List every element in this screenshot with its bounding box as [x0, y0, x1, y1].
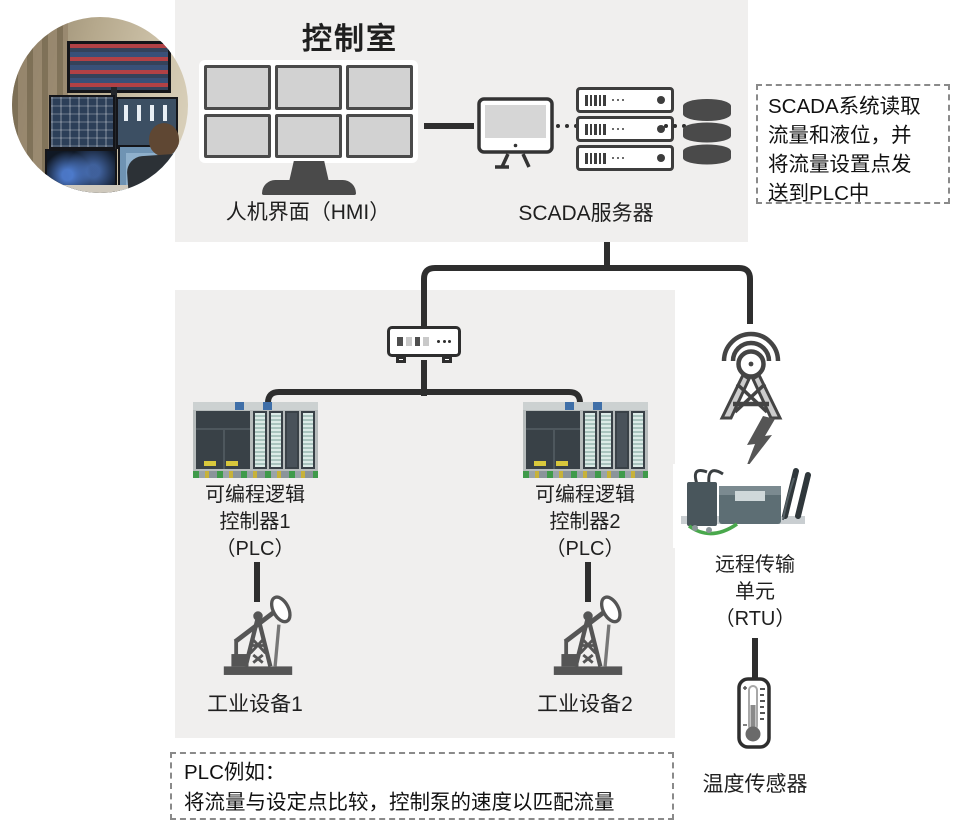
photo-monitor-mid-left [49, 95, 115, 149]
scada-note-line: 送到PLC中 [768, 182, 870, 205]
thermometer-icon [737, 677, 771, 749]
photo-operator-body [126, 152, 188, 193]
rtu-label-line: 单元 [735, 581, 775, 603]
plc1-label: 可编程逻辑 控制器1 （PLC） [175, 482, 335, 563]
lightning-bolt-icon [745, 416, 775, 470]
scada-note-line: SCADA系统读取 [768, 95, 921, 118]
link-dots-right [664, 124, 686, 128]
equipment2-label: 工业设备2 [537, 693, 633, 716]
hmi-stand-base [262, 180, 356, 195]
workstation-icon [477, 97, 554, 169]
pumpjack-icon-2 [553, 595, 623, 675]
plc1-label-line: 可编程逻辑 [205, 484, 305, 506]
control-room-title: 控制室 [302, 23, 398, 56]
network-switch-icon [387, 326, 461, 363]
hmi-monitor-wall-icon [199, 60, 418, 163]
link-dots-left [556, 124, 578, 128]
scada-note-line: 将流量设置点发 [768, 153, 912, 176]
hmi-label: 人机界面（HMI） [225, 201, 391, 224]
plc1-label-line: 控制器1 [219, 511, 291, 533]
control-room-photo [12, 17, 188, 193]
scada-server-label: SCADA服务器 [518, 202, 654, 225]
temp-sensor-label: 温度传感器 [702, 773, 808, 796]
radio-tower-icon [719, 331, 783, 420]
equipment1-label: 工业设备1 [207, 693, 303, 716]
hmi-stand-pole [289, 161, 329, 182]
database-icon [683, 99, 731, 165]
plc2-label-line: 可编程逻辑 [535, 484, 635, 506]
server-rack-icon [576, 87, 674, 171]
rtu-label: 远程传输 单元 （RTU） [675, 552, 835, 633]
rtu-label-line: （RTU） [714, 608, 796, 630]
plc2-label: 可编程逻辑 控制器2 （PLC） [505, 482, 665, 563]
scada-note-box: SCADA系统读取 流量和液位，并 将流量设置点发 送到PLC中 [756, 84, 950, 205]
scada-note-line: 流量和液位，并 [768, 124, 912, 147]
photo-operator-head [149, 123, 179, 156]
rtu-label-line: 远程传输 [715, 554, 795, 576]
hmi-link-line [424, 123, 474, 129]
plc2-label-line: （PLC） [545, 538, 625, 560]
pumpjack-icon-1 [223, 595, 293, 675]
plc-note-line: 将流量与设定点比较，控制泵的速度以匹配流量 [184, 791, 615, 814]
photo-monitor-top [67, 41, 171, 93]
photo-desk [20, 185, 180, 193]
plc2-label-line: 控制器2 [549, 511, 621, 533]
plc2-photo [523, 402, 648, 478]
rtu-photo [673, 464, 815, 548]
plc1-label-line: （PLC） [215, 538, 295, 560]
plc1-photo [193, 402, 318, 478]
plc-note-box: PLC例如： 将流量与设定点比较，控制泵的速度以匹配流量 [170, 752, 674, 820]
plc-note-line: PLC例如： [184, 761, 286, 784]
